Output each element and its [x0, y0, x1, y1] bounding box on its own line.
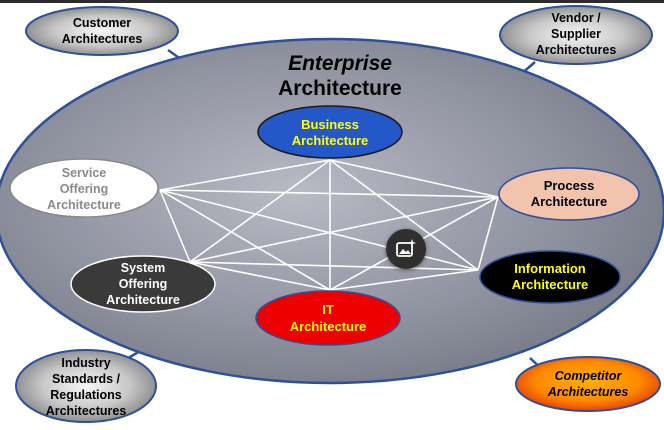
image-tools-button[interactable]: [386, 229, 426, 269]
outer-industry-label-3: Regulations: [50, 388, 122, 402]
node-process-label-2: Architecture: [531, 194, 608, 209]
outer-industry-ellipse: [15, 349, 157, 423]
node-service-label-3: Architecture: [47, 198, 121, 212]
mesh-line: [189, 196, 499, 263]
node-process-label-1: Process: [544, 178, 595, 193]
node-it-label-2: Architecture: [290, 319, 367, 334]
node-business-label-1: Business: [301, 117, 359, 132]
node-business-ellipse: [257, 105, 403, 159]
mesh-line: [329, 159, 479, 271]
node-service-label-1: Service: [62, 166, 107, 180]
outer-industry-label-1: Industry: [61, 356, 110, 370]
outer-customer-label-1: Customer: [73, 16, 131, 30]
node-it-label-1: IT: [322, 302, 334, 317]
mesh-line: [159, 159, 331, 191]
mesh-line: [159, 189, 191, 263]
outer-vendor-ellipse: [499, 5, 653, 65]
enterprise-title-line1: Enterprise: [288, 52, 392, 75]
mesh-line: [329, 269, 479, 291]
outer-customer-ellipse: [25, 6, 179, 56]
outer-vendor-label-1: Vendor /: [551, 11, 601, 25]
image-sparkle-icon: [396, 239, 416, 257]
outer-competitor-label-2: Architectures: [547, 385, 629, 399]
outer-customer-architectures: Customer Architectures: [25, 6, 179, 56]
outer-competitor-architectures: Competitor Architectures: [515, 356, 661, 412]
outer-vendor-architectures: Vendor / Supplier Architectures: [499, 5, 653, 65]
enterprise-title-line2: Architecture: [278, 77, 402, 100]
node-system-offering-architecture: System Offering Architecture: [70, 255, 216, 313]
mesh-line: [329, 159, 499, 198]
mesh-line: [159, 189, 331, 291]
node-it-architecture: IT Architecture: [255, 290, 401, 346]
mesh-line: [189, 261, 479, 271]
outer-industry-label-4: Architectures: [46, 404, 127, 418]
node-information-architecture: Information Architecture: [479, 250, 621, 304]
node-system-ellipse: [70, 255, 216, 313]
node-process-architecture: Process Architecture: [498, 167, 640, 221]
outer-competitor-label-1: Competitor: [555, 369, 623, 383]
node-system-label-1: System: [121, 261, 165, 275]
mesh-line: [159, 189, 499, 198]
outer-competitor-ellipse: [515, 356, 661, 412]
node-business-label-2: Architecture: [292, 133, 369, 148]
top-edge-bar: [0, 0, 664, 3]
node-process-ellipse: [498, 167, 640, 221]
node-business-architecture: Business Architecture: [257, 105, 403, 159]
node-system-label-3: Architecture: [106, 293, 180, 307]
mesh-line: [477, 196, 499, 271]
outer-industry-label-2: Standards /: [52, 372, 121, 386]
node-service-offering-architecture: Service Offering Architecture: [9, 158, 159, 218]
mesh-line: [189, 261, 331, 291]
node-it-ellipse: [255, 290, 401, 346]
outer-customer-label-2: Architectures: [62, 32, 143, 46]
node-information-label-1: Information: [514, 261, 586, 276]
node-service-ellipse: [9, 158, 159, 218]
node-information-ellipse: [479, 250, 621, 304]
mesh-line: [159, 189, 479, 271]
mesh-line: [189, 159, 331, 263]
node-system-label-2: Offering: [119, 277, 168, 291]
outer-industry-standards-architectures: Industry Standards / Regulations Archite…: [15, 349, 157, 423]
outer-vendor-label-3: Architectures: [536, 43, 617, 57]
outer-vendor-label-2: Supplier: [551, 27, 601, 41]
node-information-label-2: Architecture: [512, 277, 589, 292]
node-service-label-2: Offering: [60, 182, 109, 196]
